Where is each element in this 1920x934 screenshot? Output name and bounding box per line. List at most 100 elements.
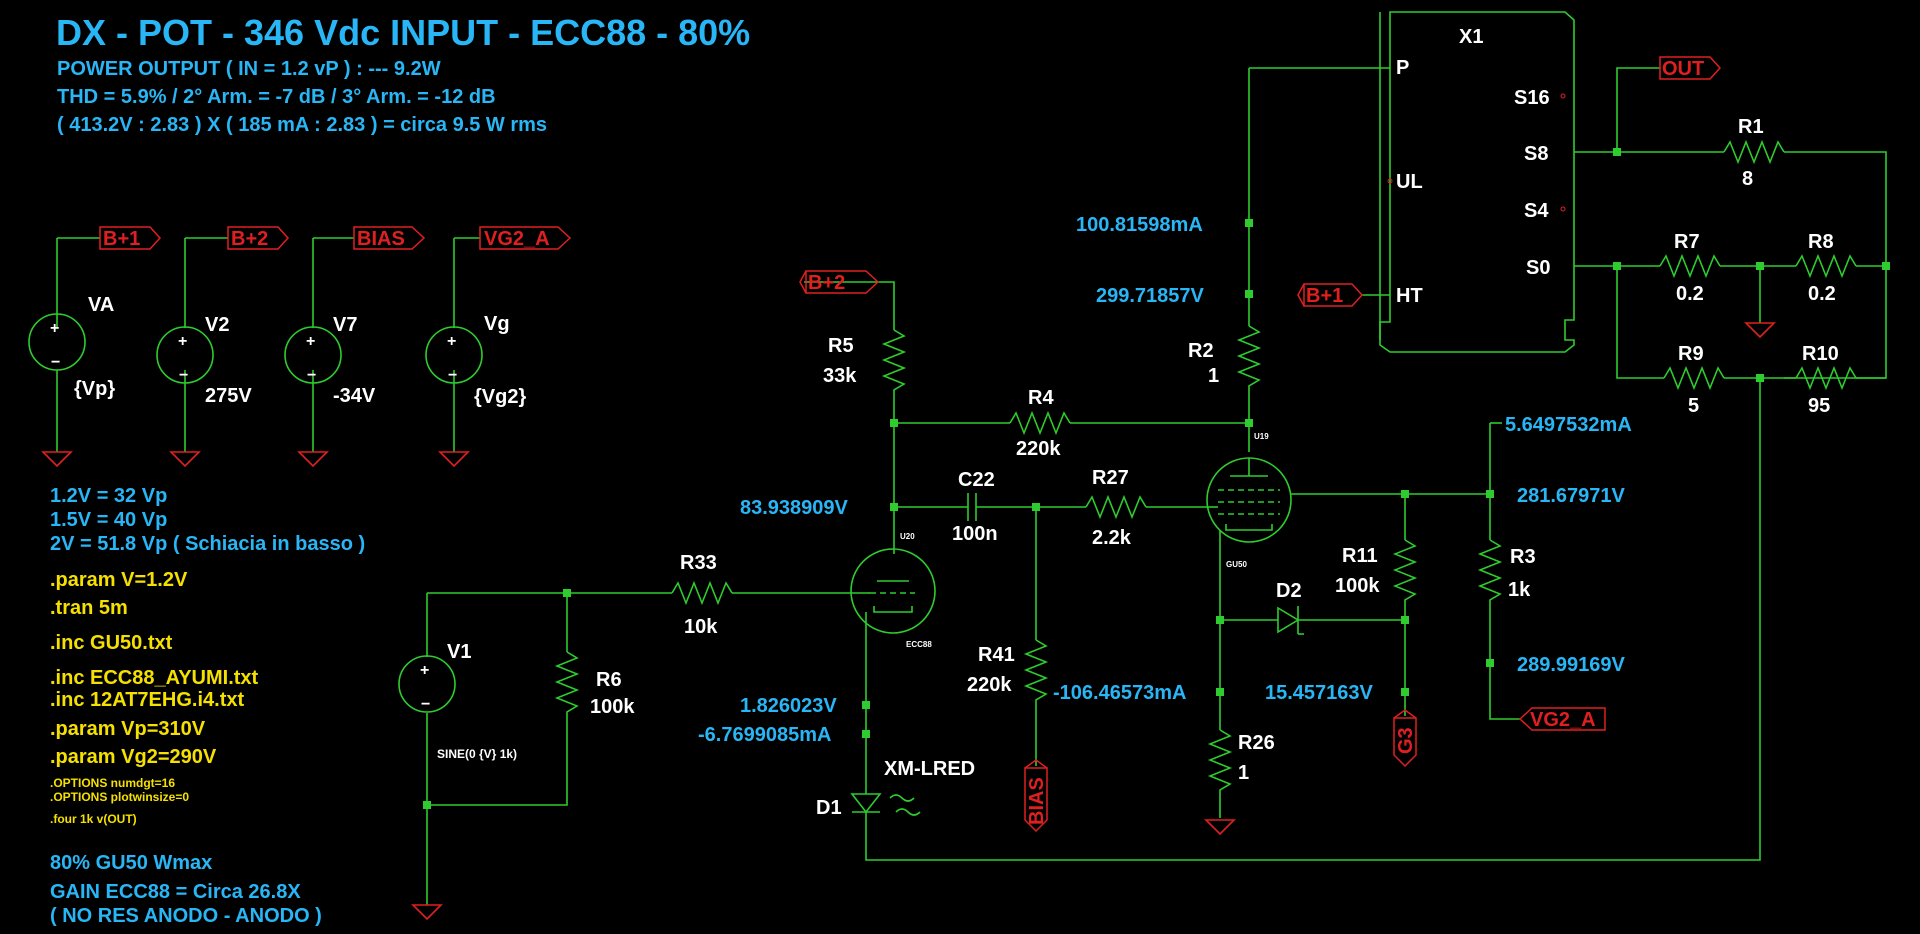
resistor-r6[interactable]: R6 100k: [554, 651, 635, 720]
component-name: V1: [447, 641, 471, 663]
pin-s16: S16: [1514, 87, 1550, 109]
component-value: 100k: [590, 696, 635, 718]
measurement: 289.99169V: [1517, 654, 1626, 676]
resistor-r8[interactable]: R8 0.2: [1795, 231, 1857, 305]
component-value: 1k: [1508, 579, 1531, 601]
component-value: 100n: [952, 523, 998, 545]
component-name: V2: [205, 314, 229, 336]
svg-text:−: −: [307, 367, 316, 384]
input-note: 2V = 51.8 Vp ( Schiacia in basso ): [50, 533, 365, 555]
source-v2[interactable]: + − B+2 V2 275V: [156, 226, 290, 468]
svg-text:−: −: [421, 696, 430, 713]
component-name: R11: [1342, 545, 1378, 567]
resistor-r26[interactable]: R26 1: [1207, 729, 1275, 818]
component-value: {Vg2}: [474, 386, 526, 408]
svg-text:VG2_A: VG2_A: [1530, 709, 1596, 731]
spice-command[interactable]: .inc ECC88_AYUMI.txt: [50, 667, 259, 689]
component-name: R1: [1738, 116, 1764, 138]
component-value: 5: [1688, 395, 1699, 417]
tube-ecc88[interactable]: U20 ECC88: [850, 532, 936, 649]
source-va[interactable]: + − B+1 VA {Vp}: [28, 226, 162, 468]
resistor-r5[interactable]: R5 33k: [823, 329, 907, 397]
footer-note: GAIN ECC88 = Circa 26.8X: [50, 881, 301, 903]
tube-gu50[interactable]: U19 GU50: [1206, 432, 1292, 569]
source-vg[interactable]: + − VG2_A Vg {Vg2}: [425, 226, 572, 468]
pin-s8: S8: [1524, 143, 1548, 165]
pin-p: P: [1396, 57, 1409, 79]
component-name: Vg: [484, 313, 510, 335]
component-value: 1: [1238, 762, 1249, 784]
component-name: D2: [1276, 580, 1302, 602]
component-name: R7: [1674, 231, 1700, 253]
spice-command[interactable]: .inc 12AT7EHG.i4.txt: [50, 689, 244, 711]
svg-text:B+1: B+1: [1306, 285, 1343, 307]
resistor-r9[interactable]: R9 5: [1663, 343, 1725, 417]
pin-ht: HT: [1396, 285, 1423, 307]
info-line: THD = 5.9% / 2° Arm. = -7 dB / 3° Arm. =…: [57, 86, 496, 108]
component-name: R5: [828, 335, 854, 357]
pin-s4: S4: [1524, 200, 1549, 222]
resistor-r3[interactable]: R3 1k: [1477, 539, 1536, 662]
component-value: XM-LRED: [884, 758, 975, 780]
net-flag-b1-ht: B+1: [1297, 283, 1364, 307]
spice-command[interactable]: .inc GU50.txt: [50, 632, 173, 654]
svg-text:BIAS: BIAS: [1026, 777, 1048, 825]
resistor-r41[interactable]: R41 220k: [967, 639, 1049, 708]
component-name: R41: [978, 644, 1015, 666]
spice-option[interactable]: .four 1k v(OUT): [50, 812, 137, 826]
info-line: POWER OUTPUT ( IN = 1.2 vP ) : --- 9.2W: [57, 58, 441, 80]
component-name: R9: [1678, 343, 1704, 365]
spice-command[interactable]: .param Vp=310V: [50, 718, 206, 740]
resistor-r4[interactable]: R4 220k: [1009, 387, 1071, 460]
diode-d2[interactable]: D2: [1276, 580, 1304, 635]
component-name: D1: [816, 797, 842, 819]
spice-command[interactable]: .param Vg2=290V: [50, 746, 217, 768]
spice-option[interactable]: .OPTIONS numdgt=16: [50, 776, 175, 790]
net-label: B+2: [808, 272, 845, 294]
resistor-r27[interactable]: R27 2.2k: [1085, 467, 1147, 549]
transformer-x1[interactable]: X1 P UL HT S16 S8 S4 S0: [1379, 11, 1575, 353]
component-name: R10: [1802, 343, 1839, 365]
footer-note: 80% GU50 Wmax: [50, 852, 212, 874]
resistor-r1[interactable]: R1 8: [1723, 116, 1785, 190]
component-value: SINE(0 {V} 1k): [437, 747, 517, 761]
component-name: C22: [958, 469, 995, 491]
component-name: R33: [680, 552, 717, 574]
component-value: {Vp}: [74, 378, 115, 400]
spice-option[interactable]: .OPTIONS plotwinsize=0: [50, 790, 189, 804]
pin-s0: S0: [1526, 257, 1550, 279]
resistor-r2[interactable]: R2 1: [1188, 325, 1262, 423]
tube-ref: U19: [1254, 432, 1269, 441]
tube-model: ECC88: [906, 640, 932, 649]
source-v1[interactable]: + − V1 SINE(0 {V} 1k): [398, 593, 517, 921]
net-flag-vg2a: VG2_A: [1518, 707, 1606, 731]
spice-command[interactable]: .param V=1.2V: [50, 569, 188, 591]
footer-note: ( NO RES ANODO - ANODO ): [50, 905, 322, 927]
resistor-r11[interactable]: R11 100k: [1335, 539, 1418, 700]
component-value: 10k: [684, 616, 718, 638]
net-label: VG2_A: [484, 228, 550, 250]
component-name: R4: [1028, 387, 1054, 409]
tube-ref: U20: [900, 532, 915, 541]
measurement: 5.6497532mA: [1505, 414, 1632, 436]
measurement: 281.67971V: [1517, 485, 1626, 507]
component-name: R8: [1808, 231, 1834, 253]
resistor-r33[interactable]: R33 10k: [671, 552, 733, 638]
component-name: R6: [596, 669, 622, 691]
component-value: 220k: [1016, 438, 1061, 460]
resistor-r7[interactable]: R7 0.2: [1659, 231, 1721, 305]
input-note: 1.5V = 40 Vp: [50, 509, 167, 531]
tube-model: GU50: [1226, 560, 1247, 569]
component-value: 95: [1808, 395, 1830, 417]
component-name: R3: [1510, 546, 1536, 568]
svg-text:OUT: OUT: [1662, 58, 1704, 80]
resistor-r10[interactable]: R10 95: [1795, 343, 1857, 417]
source-v7[interactable]: + − BIAS V7 -34V: [284, 226, 426, 468]
component-value: 0.2: [1808, 283, 1836, 305]
component-name: VA: [88, 294, 114, 316]
led-d1[interactable]: D1 XM-LRED: [816, 758, 975, 819]
spice-command[interactable]: .tran 5m: [50, 597, 128, 619]
svg-text:+: +: [447, 333, 456, 350]
component-value: 220k: [967, 674, 1012, 696]
